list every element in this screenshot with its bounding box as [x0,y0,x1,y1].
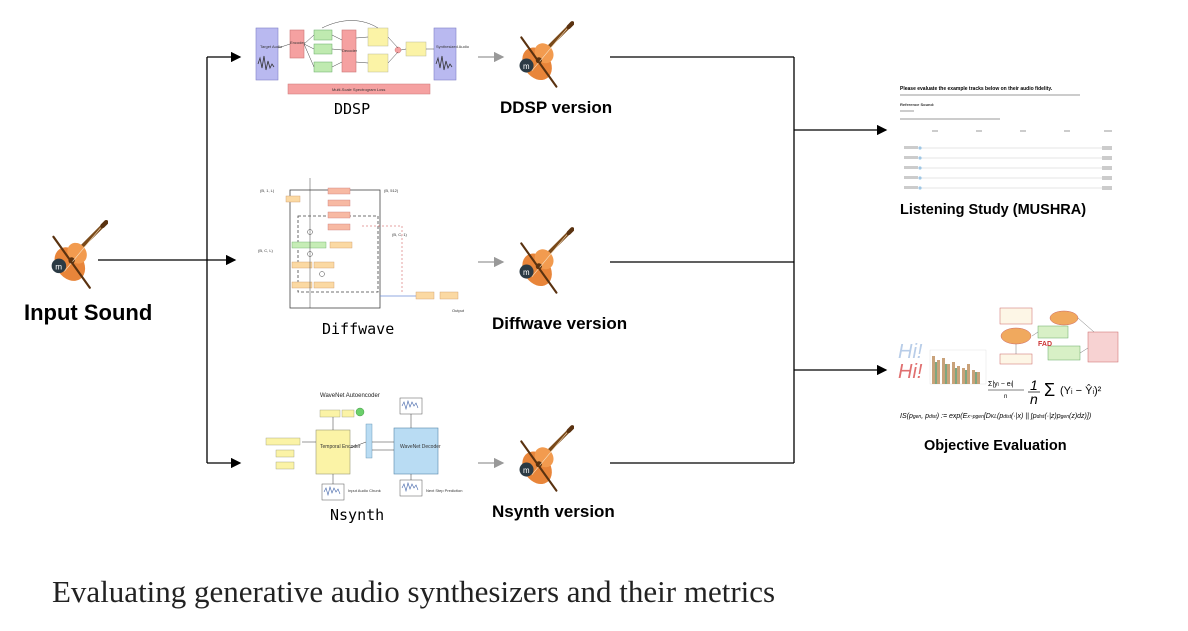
ddsp-loss: Multi-Scale Spectrogram Loss [332,87,385,92]
svg-text:n: n [1030,391,1038,407]
ddsp-synth-audio: Synthesized Audio [436,44,470,49]
listening-study-label: Listening Study (MUSHRA) [900,202,1087,218]
svg-text:(B, 512): (B, 512) [384,188,399,193]
ddsp-violin-icon [516,16,574,98]
svg-text:(B, C, 1): (B, C, 1) [392,232,408,237]
diffwave-violin-icon [516,222,574,304]
svg-text:(B, 1, L): (B, 1, L) [260,188,275,193]
wavenet-next-step: Next Step Prediction [426,488,462,493]
diffwave-version-label: Diffwave version [492,314,628,333]
diffwave-diagram: (B, 1, L) (B, C, L) (B, 512) (B, C, 1) O… [252,172,478,318]
ddsp-version-label: DDSP version [500,98,613,117]
ddsp-target-audio: Target Audio [260,44,283,49]
wavenet-input-chunk: Input Audio Chunk [348,488,381,493]
mushra-form-title: Please evaluate the example tracks below… [900,86,1053,92]
fad-label: FAD [1038,341,1052,348]
svg-text:Σ|yi − ei|: Σ|yi − ei| [988,381,1014,388]
input-sound-label: Input Sound [24,300,153,325]
svg-text:1: 1 [1030,377,1038,393]
nsynth-violin-icon [516,420,574,502]
ddsp-model-name: DDSP [334,100,371,118]
svg-text:n: n [1004,394,1007,400]
svg-text:Output: Output [452,308,465,313]
wavenet-decoder: WaveNet Decoder [400,444,441,450]
mushra-reference: Reference Sound: [900,102,934,107]
ddsp-decoder: Decoder [342,48,358,53]
ddsp-encoder: Encoder [290,40,306,45]
input-violin-icon [48,214,108,300]
objective-evaluation-label: Objective Evaluation [924,438,1067,454]
objective-eval-thumbnail: Hi! Hi! FAD Σ|yi − ei| n 1 n Σ [896,306,1122,430]
svg-text:Σ: Σ [1044,380,1055,400]
nsynth-diagram: WaveNet Autoencoder Temporal Encoder Wav… [262,388,472,504]
hi-text-red: Hi! [898,361,923,383]
ddsp-diagram: Target Audio Encoder Decoder Synthesized… [252,18,478,98]
figure-caption: Evaluating generative audio synthesizers… [52,574,776,609]
wavenet-title: WaveNet Autoencoder [320,393,380,399]
temporal-encoder: Temporal Encoder [320,444,361,450]
diffwave-model-name: Diffwave [322,320,395,338]
hi-text-blue: Hi! [898,341,923,363]
svg-text:IS(pgen, pdist) := exp(Ex~pgen: IS(pgen, pdist) := exp(Ex~pgen[DKL(pdist… [900,413,1091,420]
svg-text:(Yi − Ŷi)²: (Yi − Ŷi)² [1060,384,1102,397]
nsynth-model-name: Nsynth [330,506,385,524]
mushra-form-thumbnail: Please evaluate the example tracks below… [896,82,1118,194]
svg-text:(B, C, L): (B, C, L) [258,248,274,253]
nsynth-version-label: Nsynth version [492,502,615,521]
